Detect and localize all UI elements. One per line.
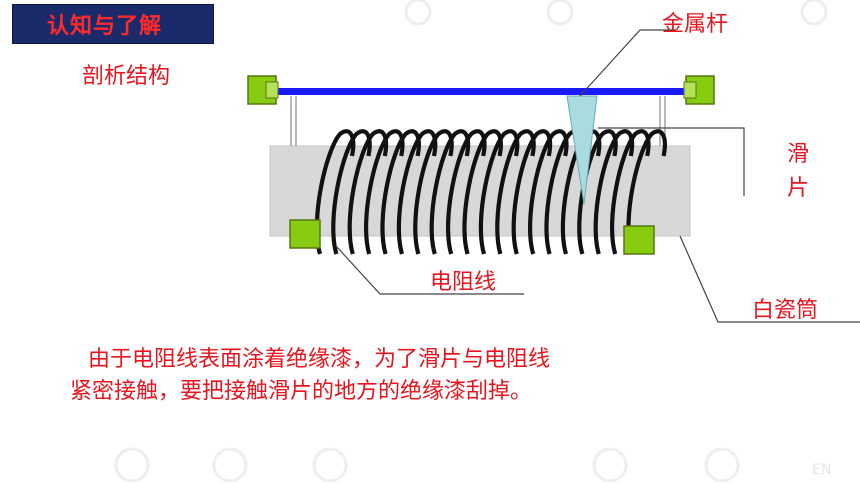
watermark-text: EN — [812, 462, 831, 478]
title-badge: 认知与了解 — [12, 4, 214, 44]
rod-supports — [290, 96, 666, 146]
label-slider-char: 片 — [786, 176, 809, 201]
wire-terminal-right — [623, 225, 655, 255]
watermark-ball-icon — [592, 447, 628, 483]
watermark-ball-icon — [800, 0, 828, 26]
coil-loop — [626, 129, 667, 255]
watermark-ball-icon — [546, 0, 574, 26]
wire-terminal-left — [289, 219, 321, 249]
section-subtitle: 剖析结构 — [82, 64, 171, 89]
metal-rod — [272, 88, 690, 95]
watermark-ball-icon — [212, 447, 248, 483]
title-badge-text: 认知与了解 — [47, 14, 163, 39]
label-ceramic-tube: 白瓷筒 — [752, 298, 819, 323]
label-slider: 滑片 — [785, 138, 811, 206]
slider — [566, 95, 598, 205]
resistance-wire-coil — [314, 129, 667, 255]
watermark-decorations — [114, 0, 828, 483]
watermark-ball-icon — [114, 447, 150, 483]
label-resistance-wire: 电阻线 — [430, 270, 497, 295]
explanation-line-2: 紧密接触，要把接触滑片的地方的绝缘漆刮掉。 — [70, 379, 533, 404]
label-slider-char: 滑 — [786, 142, 809, 167]
label-metal-rod: 金属杆 — [662, 12, 729, 37]
explanation-line-1: 由于电阻线表面涂着绝缘漆，为了滑片与电阻线 — [88, 347, 551, 372]
watermark-ball-icon — [404, 0, 432, 26]
explanation-text: 由于电阻线表面涂着绝缘漆，为了滑片与电阻线 紧密接触，要把接触滑片的地方的绝缘漆… — [70, 344, 810, 408]
leader-lines — [335, 29, 860, 323]
watermark-ball-icon — [312, 447, 348, 483]
watermark-ball-icon — [704, 447, 740, 483]
